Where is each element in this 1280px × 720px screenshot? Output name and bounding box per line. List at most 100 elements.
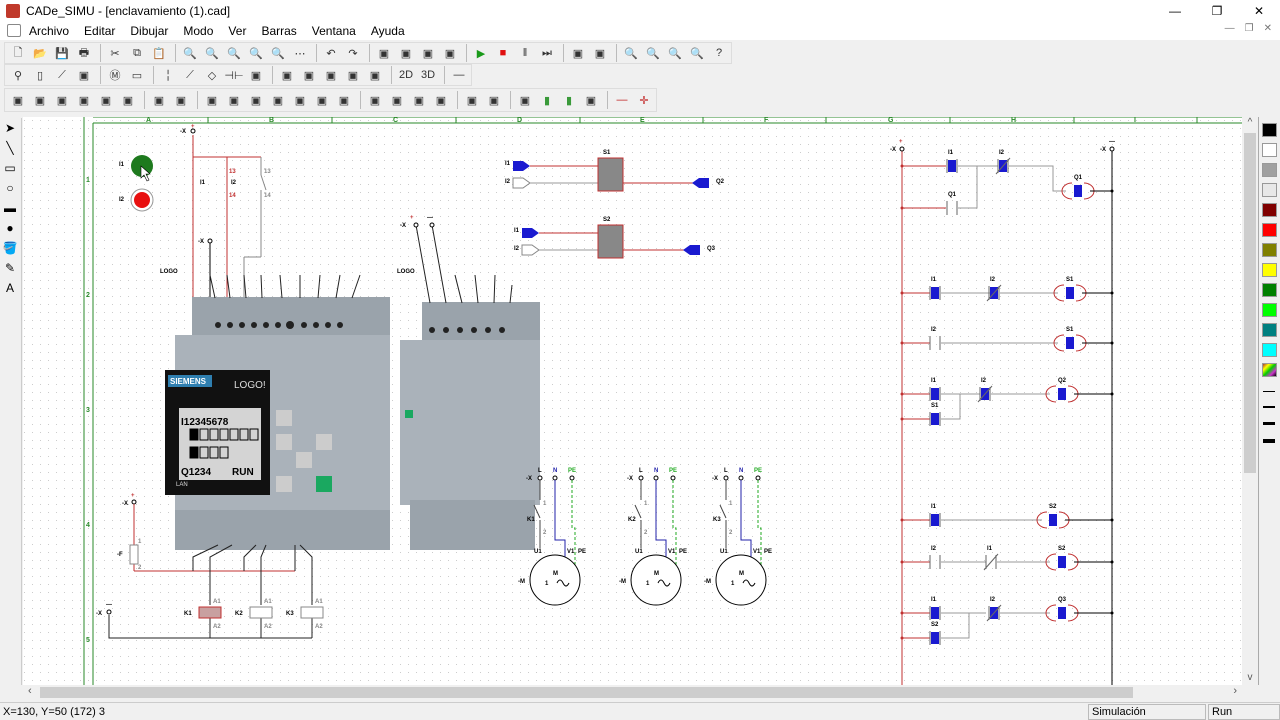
bin2-icon[interactable]: ▣ bbox=[391, 94, 403, 107]
on-off-delay-icon[interactable]: ▣ bbox=[250, 94, 262, 107]
step-icon[interactable]: ⏭ bbox=[542, 46, 552, 59]
copy-icon[interactable]: ⧉ bbox=[133, 46, 141, 59]
minimize-button[interactable]: — bbox=[1169, 3, 1181, 18]
color-swatch[interactable] bbox=[1262, 223, 1277, 237]
io-module-icon[interactable]: ▣ bbox=[347, 69, 359, 82]
mirror-h-icon[interactable]: ▣ bbox=[378, 47, 390, 60]
line-width-option[interactable] bbox=[1263, 439, 1275, 443]
ellipse-icon[interactable]: ○ bbox=[6, 181, 14, 195]
scroll-right-arrow[interactable]: › bbox=[1233, 685, 1237, 697]
green-module2-icon[interactable]: ▮ bbox=[565, 94, 573, 107]
mdi-restore-button[interactable]: ❐ bbox=[1244, 23, 1254, 34]
mdi-minimize-button[interactable]: — bbox=[1224, 23, 1235, 34]
lamp-icon[interactable]: ⚲ bbox=[13, 69, 23, 82]
output-block-icon[interactable]: ▣ bbox=[369, 69, 381, 82]
rotate-icon[interactable]: ▣ bbox=[444, 47, 456, 60]
fbd-block-s1[interactable] bbox=[512, 157, 709, 192]
scroll-down-arrow[interactable]: v bbox=[1247, 672, 1253, 683]
three-phase-switch-icon[interactable]: ▣ bbox=[78, 69, 90, 82]
analog-icon[interactable]: ▣ bbox=[316, 94, 328, 107]
menu-ayuda[interactable]: Ayuda bbox=[370, 23, 405, 38]
zoom-in-icon[interactable]: 🔍 bbox=[624, 47, 638, 60]
io-block-icon[interactable]: ▣ bbox=[325, 69, 337, 82]
mirror-v-icon[interactable]: ▣ bbox=[400, 47, 412, 60]
horizontal-scrollbar[interactable]: ‹ › bbox=[23, 685, 1242, 700]
color-swatch[interactable] bbox=[1262, 123, 1277, 137]
fill-icon[interactable]: 🪣 bbox=[2, 241, 18, 255]
or-icon[interactable]: ▣ bbox=[34, 94, 46, 107]
zoom-window-icon[interactable]: 🔍 bbox=[227, 47, 241, 60]
clock-icon[interactable]: ▣ bbox=[272, 94, 284, 107]
xor-icon[interactable]: ▣ bbox=[122, 94, 134, 107]
pulse-relay-icon[interactable]: ▣ bbox=[175, 94, 187, 107]
scroll-left-arrow[interactable]: ‹ bbox=[28, 685, 32, 697]
menu-editar[interactable]: Editar bbox=[84, 23, 116, 38]
color-swatch[interactable] bbox=[1262, 303, 1277, 317]
coil-icon[interactable]: ⊣⊢ bbox=[224, 69, 244, 82]
motor-icon[interactable]: Ⓜ bbox=[109, 70, 121, 82]
menu-barras[interactable]: Barras bbox=[261, 23, 297, 38]
not-icon[interactable]: ▣ bbox=[56, 94, 68, 107]
plc-key-ok[interactable] bbox=[316, 476, 332, 492]
diode-icon[interactable]: ◇ bbox=[207, 69, 217, 82]
play-icon[interactable]: ▶ bbox=[476, 47, 486, 60]
filled-rectangle-icon[interactable]: ▬ bbox=[4, 201, 16, 215]
zoom-select-icon[interactable]: 🔍 bbox=[690, 47, 704, 60]
wire-icon[interactable]: — bbox=[616, 94, 628, 106]
mdi-close-button[interactable]: ✕ bbox=[1263, 23, 1272, 34]
plc-key-down[interactable] bbox=[296, 452, 312, 468]
pushbutton-i2[interactable] bbox=[134, 192, 150, 208]
pencil-icon[interactable]: ✎ bbox=[4, 261, 16, 275]
zoom-out-page-icon[interactable]: 🔍 bbox=[205, 47, 219, 60]
color-swatch[interactable] bbox=[1262, 203, 1277, 217]
color-swatch[interactable] bbox=[1262, 263, 1277, 277]
junction-icon[interactable]: ✛ bbox=[639, 94, 649, 107]
color-swatch[interactable] bbox=[1262, 143, 1277, 157]
grid-icon[interactable]: ⋯ bbox=[294, 47, 306, 60]
vertical-scroll-thumb[interactable] bbox=[1244, 133, 1256, 473]
menu-ventana[interactable]: Ventana bbox=[311, 23, 356, 38]
maximize-button[interactable]: ❐ bbox=[1211, 3, 1223, 18]
line-width-option[interactable] bbox=[1263, 391, 1275, 392]
coil-k3[interactable] bbox=[300, 606, 324, 619]
3d-icon[interactable]: 3D bbox=[420, 69, 436, 81]
vertical-scrollbar[interactable]: ^ v bbox=[1242, 117, 1258, 685]
color-swatch[interactable] bbox=[1262, 283, 1277, 297]
plc-key-up[interactable] bbox=[276, 410, 292, 426]
counter-icon[interactable]: ▣ bbox=[519, 94, 531, 107]
fuse-icon[interactable]: ▯ bbox=[36, 69, 44, 82]
rectangle-icon[interactable]: ▭ bbox=[4, 161, 16, 175]
redo-icon[interactable]: ↷ bbox=[348, 47, 358, 60]
bin3-icon[interactable]: ▣ bbox=[413, 94, 425, 107]
bin1-icon[interactable]: ▣ bbox=[369, 94, 381, 107]
document-icon[interactable] bbox=[7, 24, 21, 37]
pulse-icon[interactable]: ▣ bbox=[294, 94, 306, 107]
coil-k1[interactable] bbox=[198, 606, 222, 619]
zoom-prev-icon[interactable]: 🔍 bbox=[271, 47, 285, 60]
green-module-icon[interactable]: ▮ bbox=[543, 94, 551, 107]
color-swatch[interactable] bbox=[1262, 363, 1277, 377]
fbd-block-s2[interactable] bbox=[521, 224, 700, 259]
scroll-up-arrow[interactable]: ^ bbox=[1247, 117, 1253, 128]
save-icon[interactable]: 💾 bbox=[55, 47, 69, 60]
nand-icon[interactable]: ▣ bbox=[78, 94, 90, 107]
help-icon[interactable]: ? bbox=[715, 47, 723, 59]
plc-key-right[interactable] bbox=[316, 434, 332, 450]
flip-icon[interactable]: ▣ bbox=[422, 47, 434, 60]
color-swatch[interactable] bbox=[1262, 343, 1277, 357]
nor-icon[interactable]: ▣ bbox=[100, 94, 112, 107]
2d-icon[interactable]: 2D bbox=[398, 69, 414, 81]
text-block-icon[interactable]: ▣ bbox=[338, 94, 350, 107]
menu-dibujar[interactable]: Dibujar bbox=[130, 23, 169, 38]
timer-coil-icon[interactable]: ▣ bbox=[250, 69, 262, 82]
and-icon[interactable]: ▣ bbox=[12, 94, 24, 107]
undo-icon[interactable]: ↶ bbox=[326, 47, 336, 60]
drawing-canvas[interactable]: A B C D E F G H I 1 2 3 4 5 I1 I2 -X + I… bbox=[23, 117, 1242, 685]
zoom-fit-icon[interactable]: 🔍 bbox=[668, 47, 682, 60]
logo-plc[interactable]: SIEMENS LOGO! I12345678 Q1234 RUN LAN bbox=[165, 297, 390, 550]
off-delay-icon[interactable]: ▣ bbox=[228, 94, 240, 107]
color-swatch[interactable] bbox=[1262, 183, 1277, 197]
new-icon[interactable]: 🗋 bbox=[13, 46, 23, 59]
text-icon[interactable]: A bbox=[5, 281, 14, 295]
paste-icon[interactable]: 📋 bbox=[152, 47, 166, 60]
